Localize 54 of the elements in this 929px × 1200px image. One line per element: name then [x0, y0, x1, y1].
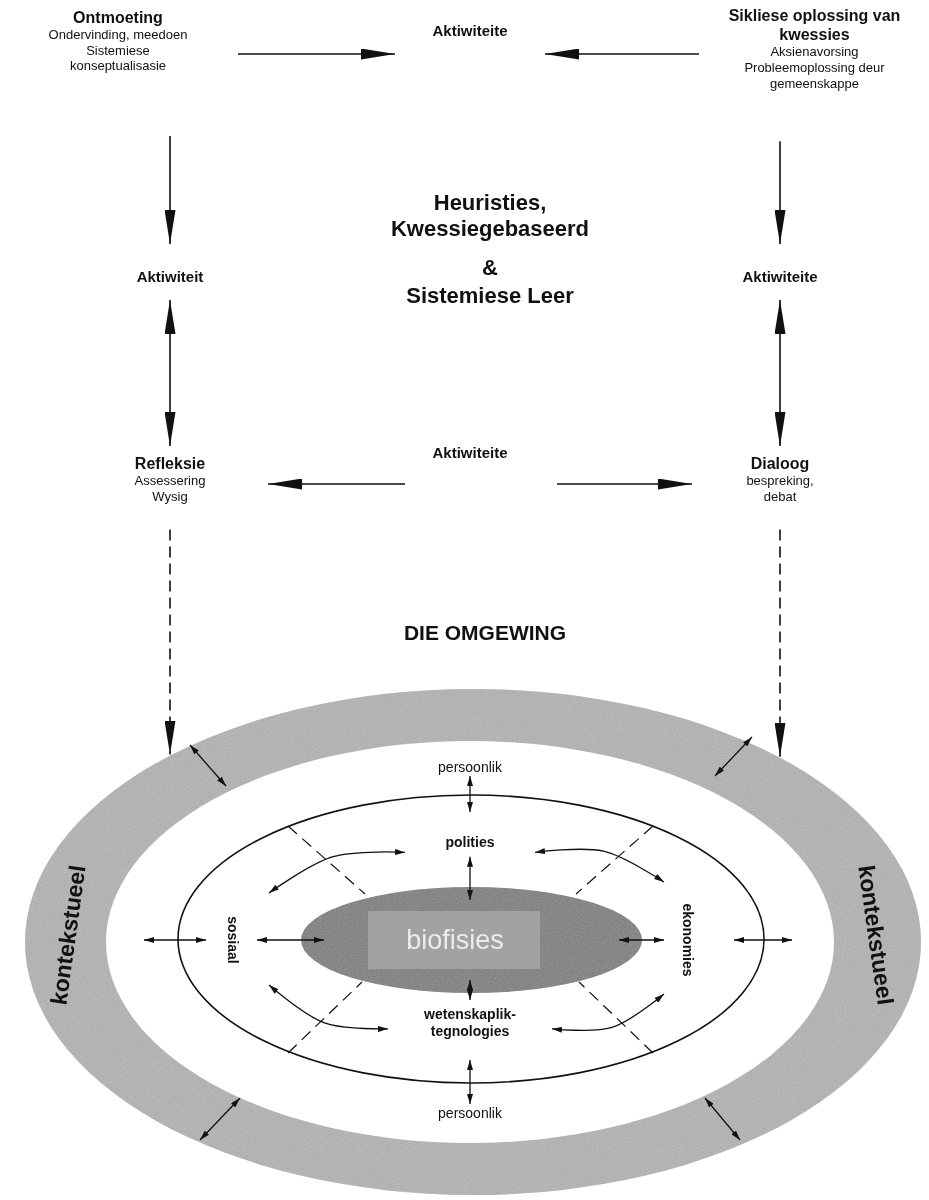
heading: Ontmoeting	[72, 8, 164, 28]
double-arrow	[618, 937, 665, 943]
double-arrow	[467, 856, 473, 901]
node-label: wetenskaplik-tegnologies	[398, 1006, 542, 1040]
node-label: Aktiwiteit	[110, 268, 230, 286]
center-label: &	[481, 255, 499, 282]
arrow	[774, 140, 786, 245]
ring-label: persoonlik	[437, 1104, 503, 1123]
description: Probleemoplossing deur gemeenskappe	[743, 59, 886, 92]
description: bespreking, debat	[745, 473, 815, 505]
double-arrow	[268, 984, 389, 1032]
double-arrow	[714, 736, 753, 777]
double-arrow	[467, 1059, 473, 1105]
dashed-arrow	[774, 528, 786, 758]
description: Wysig	[151, 488, 189, 505]
description: Sistemiese konseptualisasie	[68, 42, 168, 74]
ring-label: kontekstueel	[44, 862, 92, 1009]
node-label: Aktiwiteite	[410, 22, 530, 40]
double-arrow	[551, 993, 665, 1033]
double-arrow	[534, 848, 665, 883]
node-label: ekonomies	[678, 894, 698, 986]
double-arrow	[164, 299, 176, 447]
double-arrow	[733, 937, 793, 943]
node-label: polities	[425, 834, 515, 851]
arrow	[164, 135, 176, 245]
center-label: Heuristies, Kwessiegebaseerd	[389, 190, 591, 243]
section-heading: DIE OMGEWING	[402, 620, 568, 646]
description: Aksienavorsing	[769, 44, 860, 60]
arrow	[544, 48, 700, 60]
description: Ondervinding, meedoen	[47, 27, 189, 43]
heading: Refleksie	[133, 454, 207, 474]
double-arrow	[704, 1097, 741, 1141]
heading: Sikliese oplossing van kwessies	[727, 6, 902, 45]
core-label: biofisies	[405, 924, 505, 957]
node-label: Aktiwiteite	[410, 444, 530, 462]
node-label: Aktiwiteite	[720, 268, 840, 286]
double-arrow	[467, 979, 473, 1001]
double-arrow	[467, 775, 473, 813]
double-arrow	[199, 1097, 241, 1141]
heading: Dialoog	[749, 454, 811, 474]
double-arrow	[189, 744, 227, 787]
arrow	[556, 478, 693, 490]
double-arrow	[256, 937, 325, 943]
ring-label: persoonlik	[437, 758, 503, 777]
double-arrow	[143, 937, 207, 943]
arrow	[237, 48, 396, 60]
arrow	[267, 478, 406, 490]
double-arrow	[774, 299, 786, 447]
node-label: sosiaal	[223, 905, 243, 975]
ring-label: kontekstueel	[852, 862, 900, 1009]
description: Assessering	[133, 473, 207, 489]
dashed-arrow	[164, 528, 176, 756]
double-arrow	[268, 848, 406, 894]
center-label: Sistemiese Leer	[405, 283, 575, 310]
